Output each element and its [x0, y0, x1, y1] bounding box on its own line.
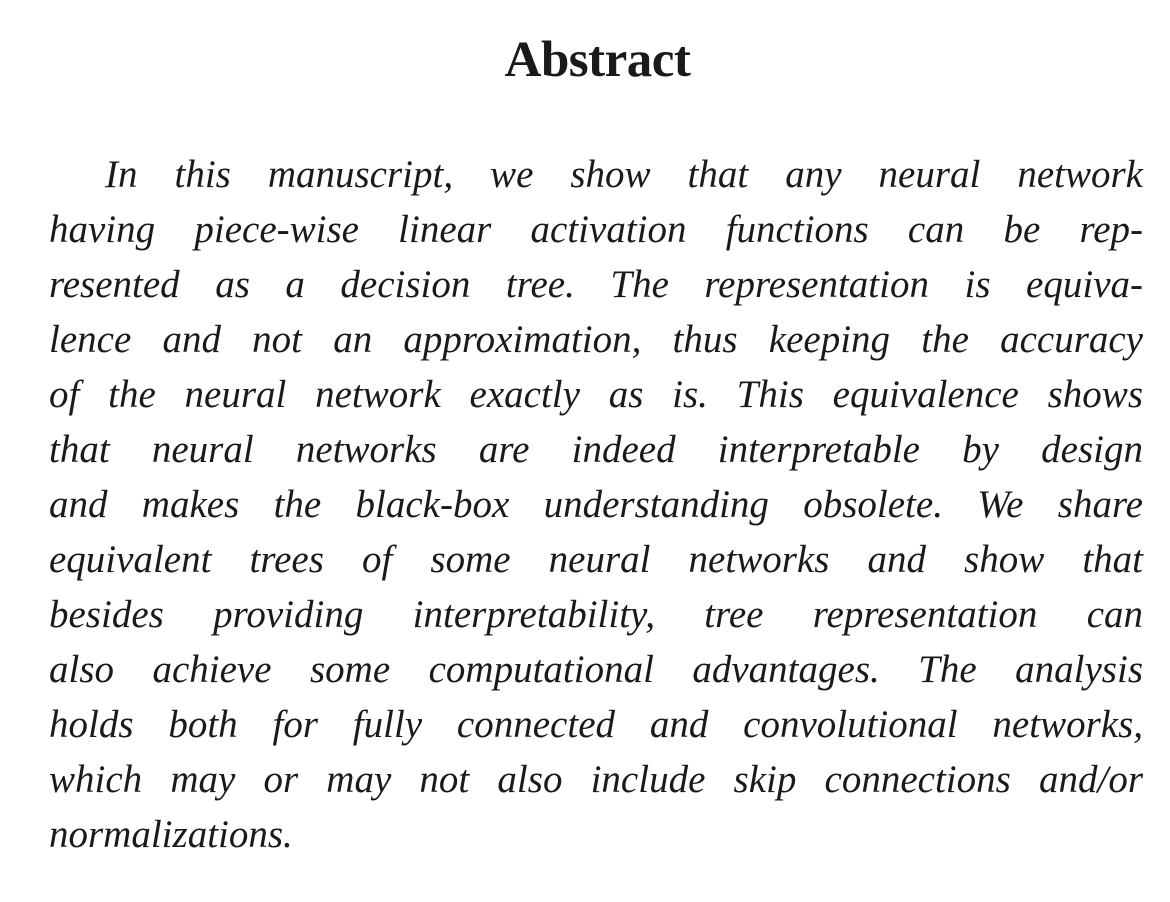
abstract-line-3: resented as a decision tree. The represe… [49, 263, 1143, 306]
abstract-line-7: and makes the black-box understanding ob… [49, 483, 1143, 526]
abstract-line-2: having piece-wise linear activation func… [49, 208, 1143, 251]
abstract-line-6: that neural networks are indeed interpre… [49, 428, 1143, 471]
abstract-line-13: normalizations. [49, 813, 293, 856]
abstract-line-12: which may or may not also include skip c… [49, 758, 1143, 801]
abstract-line-8: equivalent trees of some neural networks… [49, 538, 1143, 581]
abstract-heading: Abstract [504, 32, 691, 88]
abstract-line-10: also achieve some computational advantag… [49, 648, 1143, 691]
abstract-line-5: of the neural network exactly as is. Thi… [49, 373, 1143, 416]
abstract-line-4: lence and not an approximation, thus kee… [49, 318, 1143, 361]
abstract-line-1: In this manuscript, we show that any neu… [105, 153, 1143, 196]
abstract-line-9: besides providing interpretability, tree… [49, 593, 1143, 636]
abstract-line-11: holds both for fully connected and convo… [49, 703, 1143, 746]
